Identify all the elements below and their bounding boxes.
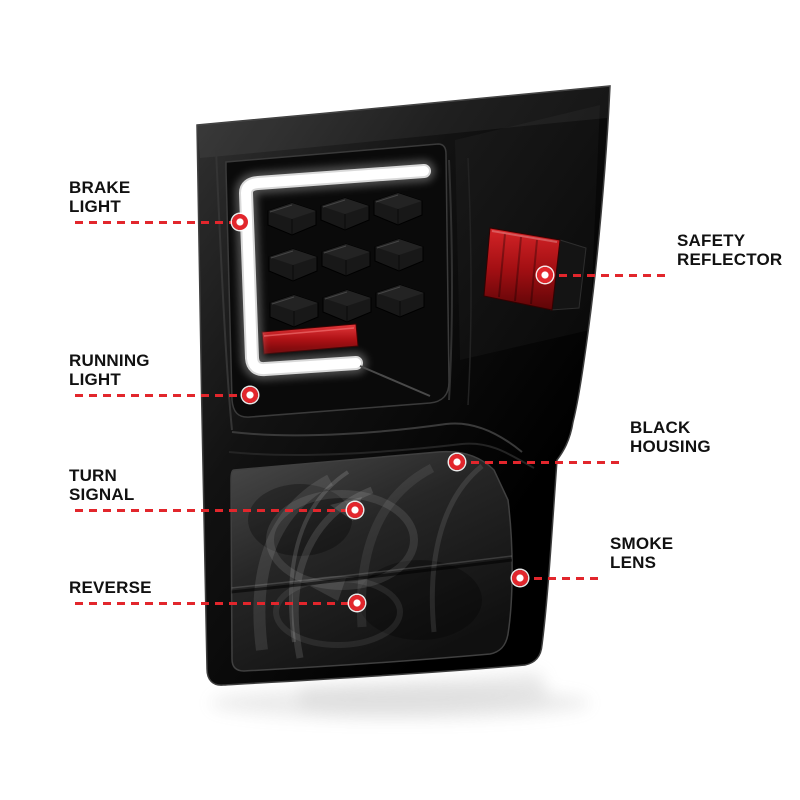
callout-dot <box>349 595 365 611</box>
callout-dot <box>449 454 465 470</box>
callout-dot <box>347 502 363 518</box>
callout-line <box>75 393 250 397</box>
callout-label-brake-light: BRAKE LIGHT <box>69 177 131 216</box>
callout-line <box>75 601 357 605</box>
callout-line <box>75 220 240 224</box>
callout-label-smoke-lens: SMOKE LENS <box>610 533 674 572</box>
rear-reflector-strip <box>261 323 359 355</box>
callout-label-safety-reflector: SAFETY REFLECTOR <box>677 230 783 269</box>
lower-smoke-lens <box>230 450 513 672</box>
led-array <box>267 192 425 328</box>
floor-reflection <box>210 672 590 719</box>
callout-line <box>545 273 669 277</box>
side-safety-reflector <box>483 227 587 311</box>
callout-dot <box>512 570 528 586</box>
callout-label-black-housing: BLACK HOUSING <box>630 417 711 456</box>
led-light-bar <box>235 160 435 397</box>
callout-label-turn-signal: TURN SIGNAL <box>69 465 135 504</box>
callout-label-running-light: RUNNING LIGHT <box>69 350 150 389</box>
callout-label-reverse: REVERSE <box>69 577 152 597</box>
callout-dot <box>537 267 553 283</box>
callout-dot <box>242 387 258 403</box>
callout-dot <box>232 214 248 230</box>
callout-line <box>75 508 355 512</box>
callout-line <box>457 460 622 464</box>
callout-line <box>520 576 602 580</box>
